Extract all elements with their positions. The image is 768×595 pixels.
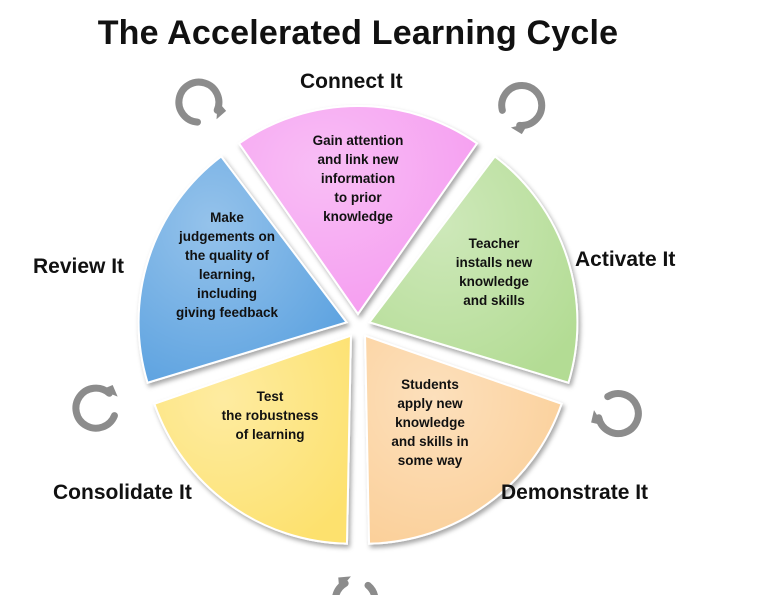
desc-demonstrate: Students apply new knowledge and skills … [391,377,469,468]
desc-activate: Teacher installs new knowledge and skill… [455,236,533,308]
cycle-arrowhead [100,384,118,397]
cycle-arrow-arc [72,384,118,432]
cycle-arrowhead [510,123,529,135]
cycle-arrow-icon-connect-activate [498,82,546,135]
cycle-arrow-icon-review-connect [175,78,227,126]
wedge-highlight-activate [369,156,578,383]
desc-review: Make judgements on the quality of learni… [175,210,279,320]
wedge-highlight-consolidate [154,335,351,544]
cycle-arrow-arc [175,78,223,126]
label-activate: Activate It [575,248,676,271]
cycle-arrowhead [591,410,604,426]
label-connect: Connect It [300,70,403,93]
label-consolidate: Consolidate It [53,481,192,504]
label-review: Review It [33,255,125,278]
cycle-arrow-icon-activate-demonstrate [591,390,642,438]
wedge-highlight-demonstrate [365,335,562,544]
label-demonstrate: Demonstrate It [501,481,649,504]
cycle-arrowhead [338,576,351,591]
cycle-arrow-icon-demonstrate-consolidate [332,576,378,595]
cycle-arrow-arc [595,390,642,438]
cycle-arrow-arc [498,82,546,129]
desc-connect: Gain attention and link new information … [312,133,404,224]
cycle-arrow-icon-consolidate-review [72,384,118,432]
page-title: The Accelerated Learning Cycle [97,14,619,52]
cycle-arrow-arc [332,579,378,595]
desc-consolidate: Test the robustness of learning [221,389,319,442]
cycle-arrowhead [216,101,227,120]
wedge-highlight-connect [238,105,478,314]
wedge-highlight-review [138,156,347,383]
